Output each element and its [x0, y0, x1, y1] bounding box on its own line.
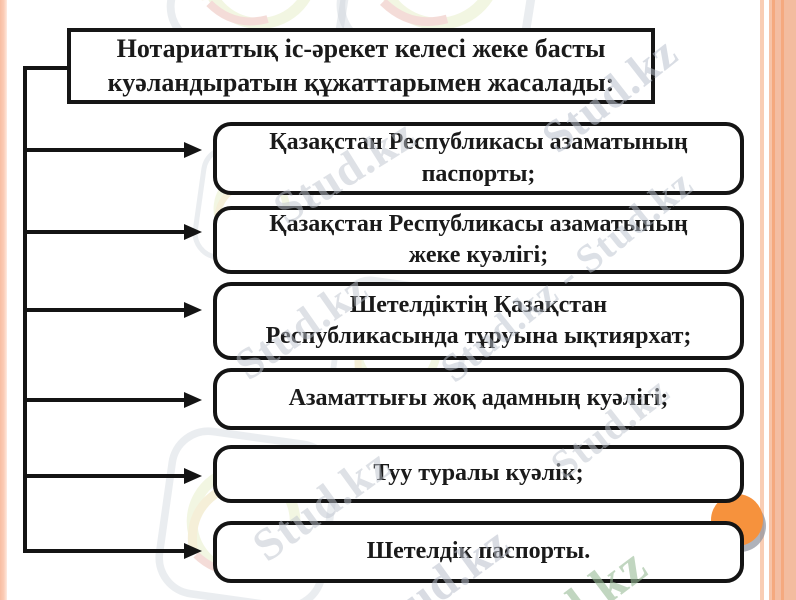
node-foreigner-residence-permit: Шетелдіктің Қазақстан Республикасында тұ… — [213, 282, 744, 360]
connector-arrow-3 — [25, 302, 202, 318]
node-rk-citizen-passport: Қазақстан Республикасы азаматының паспор… — [213, 122, 744, 195]
node-stateless-person-id: Азаматтығы жоқ адамның куәлігі; — [213, 368, 744, 430]
title-box: Нотариаттық іс-әрекет келесі жеке басты … — [67, 28, 655, 104]
connector-arrow-1 — [25, 142, 202, 158]
node-rk-citizen-id: Қазақстан Республикасы азаматының жеке к… — [213, 206, 744, 274]
node-foreign-passport: Шетелдік паспорты. — [213, 521, 744, 583]
connector-title — [23, 66, 69, 70]
node-birth-certificate: Туу туралы куәлік; — [213, 445, 744, 503]
connector-arrow-2 — [25, 224, 202, 240]
left-border-stripe — [0, 0, 7, 600]
right-border-stripes — [760, 0, 796, 600]
connector-arrow-5 — [25, 468, 202, 484]
connector-arrow-4 — [25, 392, 202, 408]
connector-arrow-6 — [25, 543, 202, 559]
